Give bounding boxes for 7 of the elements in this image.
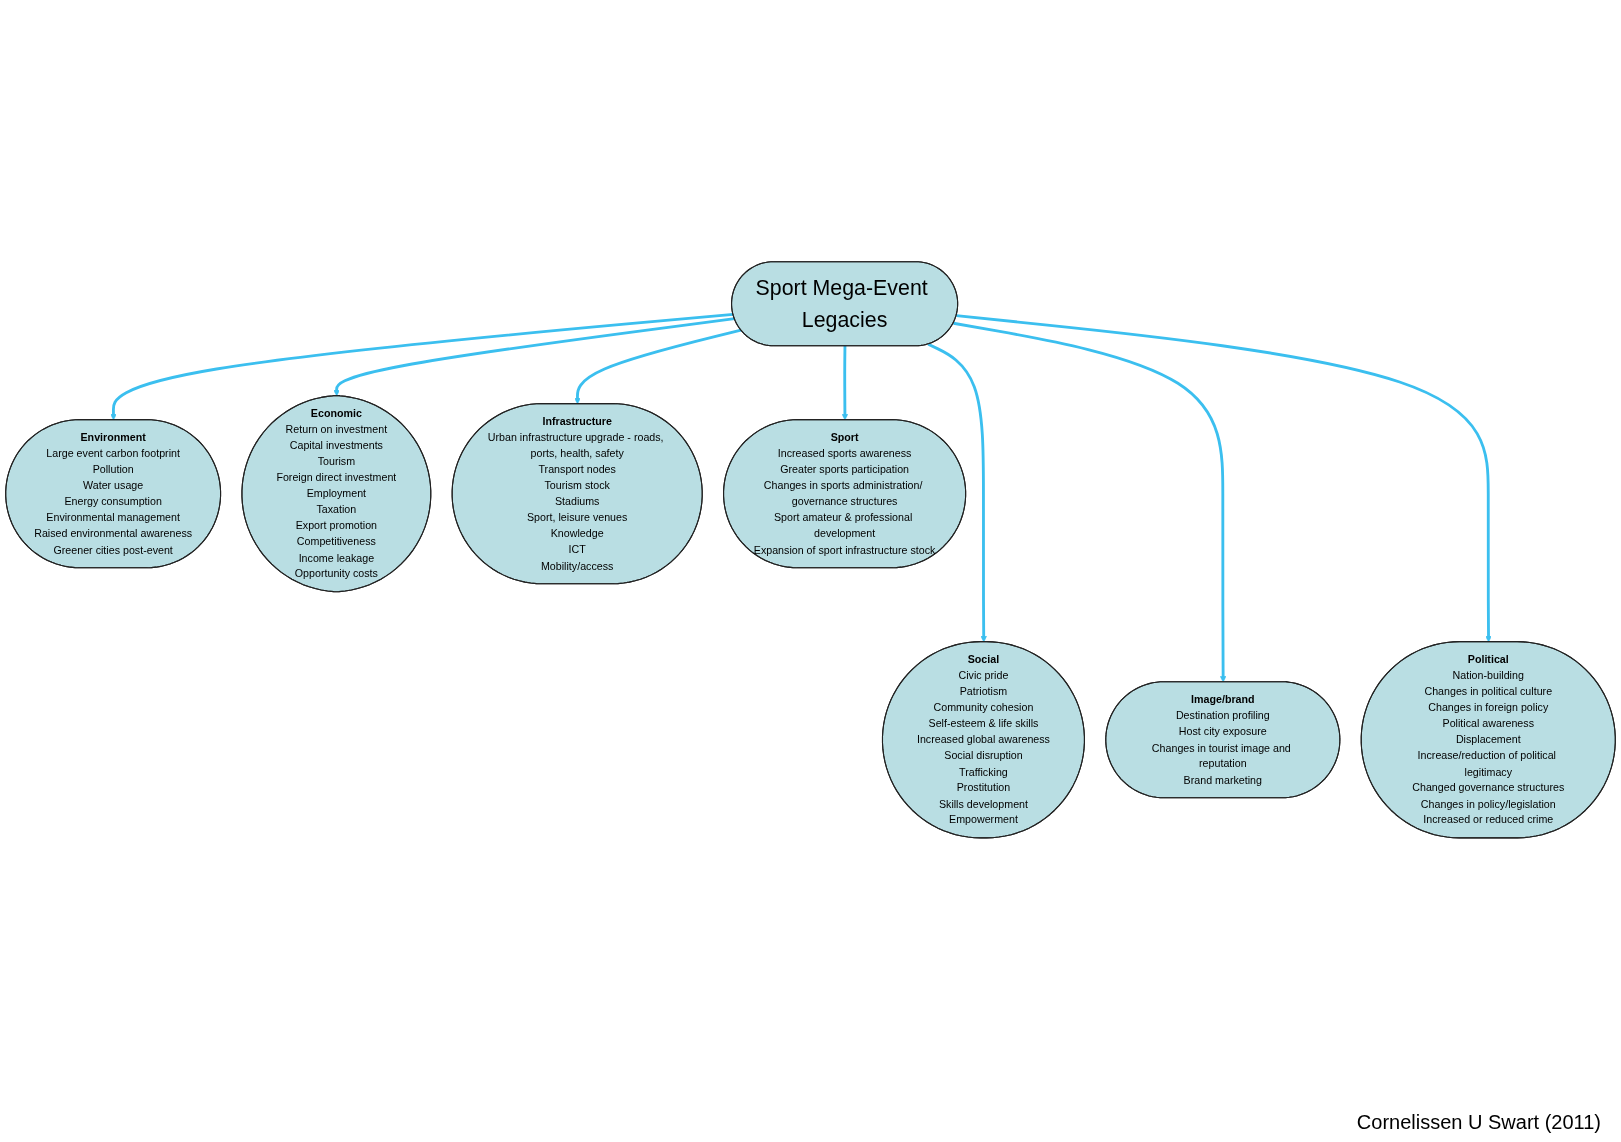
arrow	[956, 314, 1492, 643]
arrow	[953, 322, 1227, 683]
arrow	[574, 328, 742, 405]
arrow	[841, 346, 849, 421]
arrow	[110, 313, 734, 421]
arrow	[927, 343, 987, 643]
source-note: Cornelissen U Swart (2011)	[1356, 1111, 1601, 1134]
